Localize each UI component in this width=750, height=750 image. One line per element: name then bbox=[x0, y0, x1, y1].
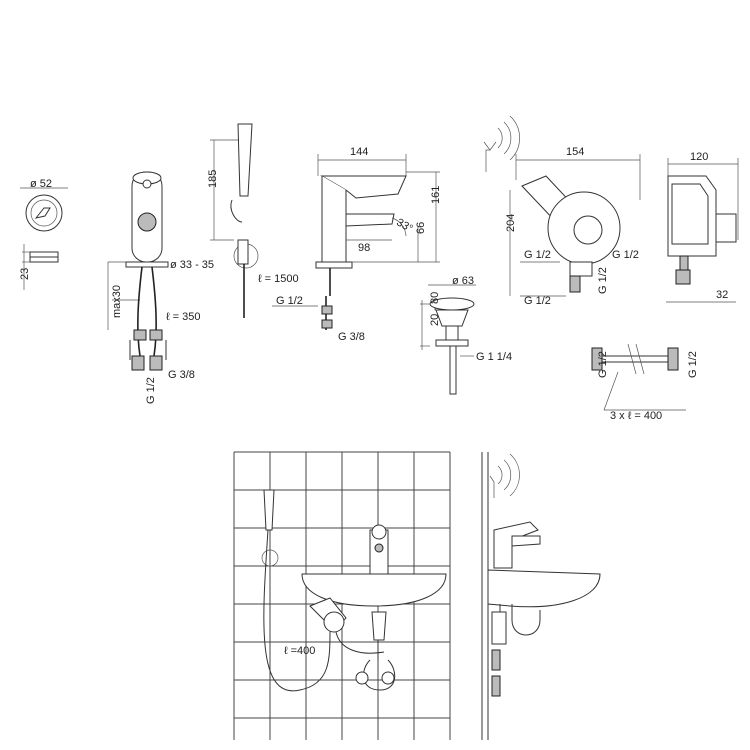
waste-valve-view: ø 63 20 - 80 G 1 1/4 bbox=[420, 275, 512, 395]
control-box-side-view: 120 32 bbox=[666, 151, 739, 303]
width-154-label: 154 bbox=[566, 146, 584, 158]
g-1-2-c-label: G 1/2 bbox=[524, 295, 551, 307]
g-3-8-left-label: G 3/8 bbox=[168, 369, 195, 381]
height-20-80-label: 20 - 80 bbox=[429, 292, 441, 326]
height-161-label: 161 bbox=[430, 186, 442, 204]
connection-hoses-view: G 1/2 G 1/2 3 x ℓ = 400 bbox=[591, 343, 699, 422]
width-98-label: 98 bbox=[358, 242, 370, 254]
diam-63-label: ø 63 bbox=[452, 275, 474, 287]
side-tap-view: 144 98 161 66 33° G 1/2 G 3/8 bbox=[272, 146, 442, 343]
g-1-2-a-label: G 1/2 bbox=[524, 249, 551, 261]
hose-1500-label: ℓ = 1500 bbox=[258, 273, 299, 285]
width-120-label: 120 bbox=[690, 151, 708, 163]
installation-side-view bbox=[481, 452, 601, 740]
height-204-label: 204 bbox=[505, 214, 517, 232]
front-tap-view: ø 33 - 35 max30 ℓ = 350 G 3/8 G 1/2 bbox=[107, 171, 214, 404]
installation-front-view: ℓ =400 bbox=[233, 451, 451, 740]
height-23-label: 23 bbox=[19, 268, 31, 280]
g-1-2-mid-label: G 1/2 bbox=[276, 295, 303, 307]
g-1-2-hose-left-label: G 1/2 bbox=[597, 351, 609, 378]
max30-label: max30 bbox=[111, 285, 123, 318]
g-1-2-left-label: G 1/2 bbox=[145, 377, 157, 404]
g-1-2-d-label: G 1/2 bbox=[597, 267, 609, 294]
control-box-front-view: 154 204 G 1/2 G 1/2 G 1/2 G 1/2 bbox=[483, 115, 641, 307]
sensor-disc-view: ø 52 23 bbox=[19, 178, 68, 290]
width-32-label: 32 bbox=[716, 289, 728, 301]
hand-shower-view: 185 ℓ = 1500 bbox=[207, 123, 299, 318]
diam-33-35-label: ø 33 - 35 bbox=[170, 259, 214, 271]
height-66-label: 66 bbox=[415, 222, 427, 234]
height-185-label: 185 bbox=[207, 170, 219, 188]
hose-400-install-label: ℓ =400 bbox=[284, 645, 315, 657]
angle-33-label: 33° bbox=[394, 216, 414, 235]
g-1-2-hose-right-label: G 1/2 bbox=[687, 351, 699, 378]
g-1-2-b-label: G 1/2 bbox=[612, 249, 639, 261]
g-1-1-4-label: G 1 1/4 bbox=[476, 351, 512, 363]
l-350-label: ℓ = 350 bbox=[166, 311, 200, 323]
diam-52-label: ø 52 bbox=[30, 178, 52, 190]
g-3-8-mid-label: G 3/8 bbox=[338, 331, 365, 343]
width-144-label: 144 bbox=[350, 146, 368, 158]
hose-400-label: 3 x ℓ = 400 bbox=[610, 410, 662, 422]
